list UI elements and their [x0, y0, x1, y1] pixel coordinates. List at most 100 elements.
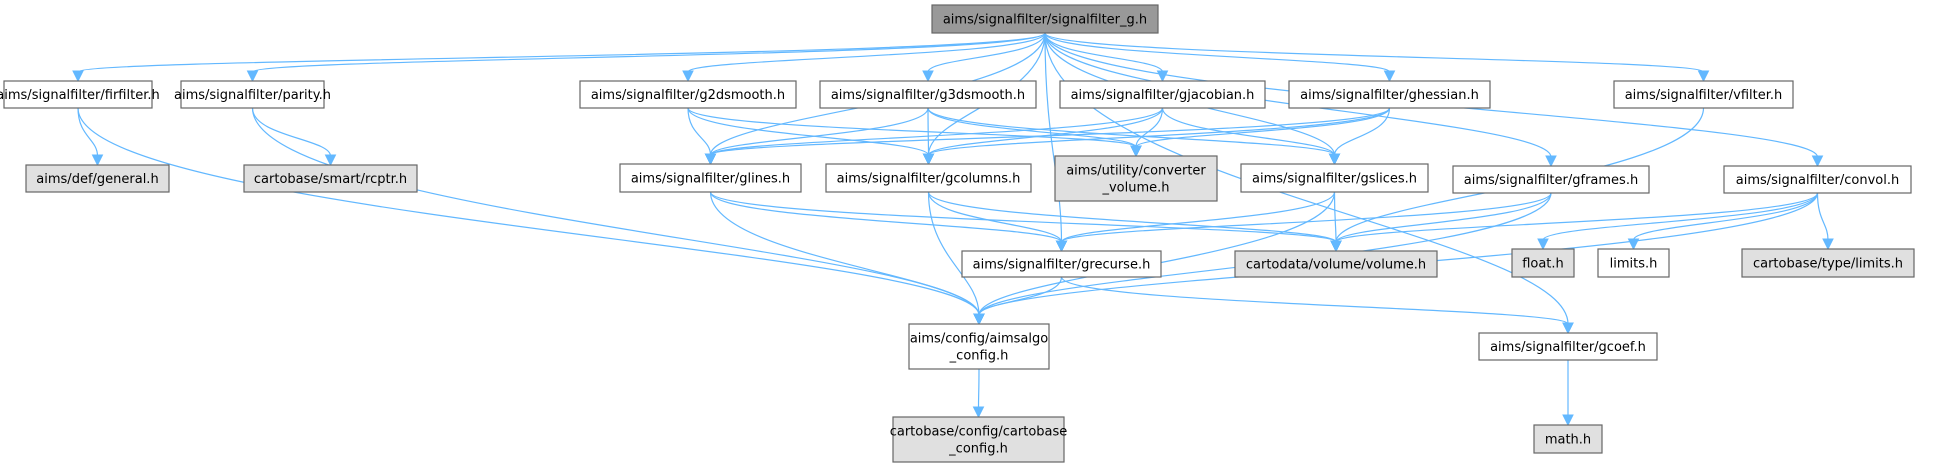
node-label: aims/signalfilter/vfilter.h	[1625, 88, 1783, 103]
edge-line	[709, 191, 980, 316]
node-box	[1478, 332, 1658, 361]
node-label: aims/signalfilter/firfilter.h	[0, 88, 160, 103]
edge-line	[77, 107, 980, 316]
edge-ghessian-to-converter	[1130, 107, 1391, 158]
edge-line	[709, 107, 1164, 156]
node-box	[3, 80, 153, 109]
node-typelimits[interactable]: cartobase/type/limits.h	[1741, 248, 1915, 278]
node-label: _config.h	[948, 442, 1008, 457]
arrowhead-icon	[922, 153, 935, 166]
edge-line	[1044, 32, 1164, 73]
edge-line	[709, 191, 1337, 243]
node-label: aims/signalfilter/g2dsmooth.h	[591, 88, 785, 103]
node-gframes[interactable]: aims/signalfilter/gframes.h	[1452, 165, 1650, 194]
node-label: aims/signalfilter/grecurse.h	[973, 258, 1151, 273]
node-g3dsmooth[interactable]: aims/signalfilter/g3dsmooth.h	[819, 80, 1037, 109]
node-grecurse[interactable]: aims/signalfilter/grecurse.h	[961, 250, 1162, 278]
arrowhead-icon	[1330, 240, 1342, 253]
arrowhead-icon	[1383, 70, 1396, 83]
node-gcolumns[interactable]: aims/signalfilter/gcolumns.h	[825, 163, 1032, 193]
node-ghessian[interactable]: aims/signalfilter/ghessian.h	[1288, 80, 1491, 109]
node-label: float.h	[1522, 257, 1564, 272]
edge-line	[709, 107, 929, 156]
edge-root-to-ghessian	[1044, 32, 1396, 83]
edge-line	[1816, 192, 1829, 241]
node-volume[interactable]: cartodata/volume/volume.h	[1234, 250, 1438, 278]
edge-line	[927, 107, 1336, 156]
edge-root-to-parity	[246, 32, 1046, 83]
node-general[interactable]: aims/def/general.h	[25, 164, 170, 193]
node-label: aims/signalfilter/ghessian.h	[1300, 88, 1479, 103]
node-box	[579, 80, 797, 109]
edge-ghessian-to-gslices	[1328, 107, 1391, 166]
node-label: aims/config/aimsalgo	[910, 332, 1048, 347]
node-box	[819, 80, 1037, 109]
arrowhead-icon	[324, 154, 337, 167]
node-rcptr[interactable]: cartobase/smart/rcptr.h	[243, 164, 418, 193]
arrowhead-icon	[922, 70, 934, 83]
node-label: aims/signalfilter/signalfilter_g.h	[943, 13, 1147, 28]
node-box	[243, 164, 418, 193]
edge-line	[927, 191, 1063, 243]
edge-line	[927, 191, 1337, 243]
edge-convol-to-float	[1537, 192, 1819, 251]
node-aimsalgo_config[interactable]: aims/config/aimsalgo _config.h	[908, 323, 1050, 370]
node-firfilter[interactable]: aims/signalfilter/firfilter.h	[0, 80, 160, 109]
node-label: _config.h	[949, 349, 1009, 364]
node-gslices[interactable]: aims/signalfilter/gslices.h	[1240, 163, 1429, 193]
node-label: aims/signalfilter/gjacobian.h	[1071, 88, 1255, 103]
node-math[interactable]: math.h	[1533, 424, 1603, 454]
edge-root-to-g2dsmooth	[682, 32, 1046, 83]
edge-line	[978, 276, 1063, 316]
edge-line	[1542, 192, 1819, 241]
node-parity[interactable]: aims/signalfilter/parity.h	[174, 80, 331, 109]
edge-line	[687, 32, 1046, 73]
node-convol[interactable]: aims/signalfilter/convol.h	[1723, 165, 1912, 194]
node-g2dsmooth[interactable]: aims/signalfilter/g2dsmooth.h	[579, 80, 797, 109]
node-label: aims/signalfilter/gslices.h	[1252, 172, 1417, 187]
edge-line	[1060, 276, 1569, 325]
node-limits[interactable]: limits.h	[1597, 248, 1670, 278]
node-box	[1597, 248, 1670, 278]
edge-root-to-firfilter	[72, 32, 1046, 83]
edge-root-to-gjacobian	[1044, 32, 1169, 83]
node-glines[interactable]: aims/signalfilter/glines.h	[619, 163, 802, 193]
node-label: aims/signalfilter/gcolumns.h	[837, 172, 1021, 187]
node-box	[1741, 248, 1915, 278]
node-box	[1054, 155, 1218, 202]
edge-line	[251, 107, 332, 157]
node-box	[825, 163, 1032, 193]
arrowhead-icon	[72, 70, 84, 83]
node-label: cartobase/type/limits.h	[1753, 257, 1903, 272]
node-label: aims/signalfilter/gcoef.h	[1490, 340, 1646, 355]
edge-convol-to-limits	[1627, 192, 1819, 251]
node-vfilter[interactable]: aims/signalfilter/vfilter.h	[1613, 80, 1794, 109]
edge-gcolumns-to-grecurse	[927, 191, 1068, 253]
node-converter[interactable]: aims/utility/converter_volume.h	[1054, 155, 1218, 202]
edge-parity-to-aimsalgo_config	[251, 107, 985, 326]
node-root[interactable]: aims/signalfilter/signalfilter_g.h	[931, 4, 1159, 34]
node-gjacobian[interactable]: aims/signalfilter/gjacobian.h	[1059, 80, 1266, 109]
arrowhead-icon	[704, 153, 717, 166]
arrowhead-icon	[1537, 238, 1549, 251]
node-label: aims/utility/converter	[1066, 164, 1206, 179]
node-box	[892, 416, 1065, 463]
node-box	[961, 250, 1162, 278]
edge-line	[251, 32, 1046, 73]
edge-gframes-to-grecurse	[1055, 192, 1552, 253]
edge-line	[927, 107, 930, 156]
node-float[interactable]: float.h	[1511, 248, 1575, 278]
node-cartobase_config[interactable]: cartobase/config/cartobase_config.h	[890, 416, 1068, 463]
edge-convol-to-typelimits	[1816, 192, 1834, 251]
edge-line	[1333, 107, 1391, 156]
edge-line	[1135, 107, 1391, 148]
edge-glines-to-volume	[709, 191, 1342, 253]
node-box	[619, 163, 802, 193]
arrowhead-icon	[1156, 70, 1169, 83]
edge-gcoef-to-math	[1562, 360, 1574, 427]
node-gcoef[interactable]: aims/signalfilter/gcoef.h	[1478, 332, 1658, 361]
node-label: aims/signalfilter/g3dsmooth.h	[831, 88, 1025, 103]
arrowhead-icon	[682, 70, 694, 83]
edge-line	[1161, 107, 1336, 156]
